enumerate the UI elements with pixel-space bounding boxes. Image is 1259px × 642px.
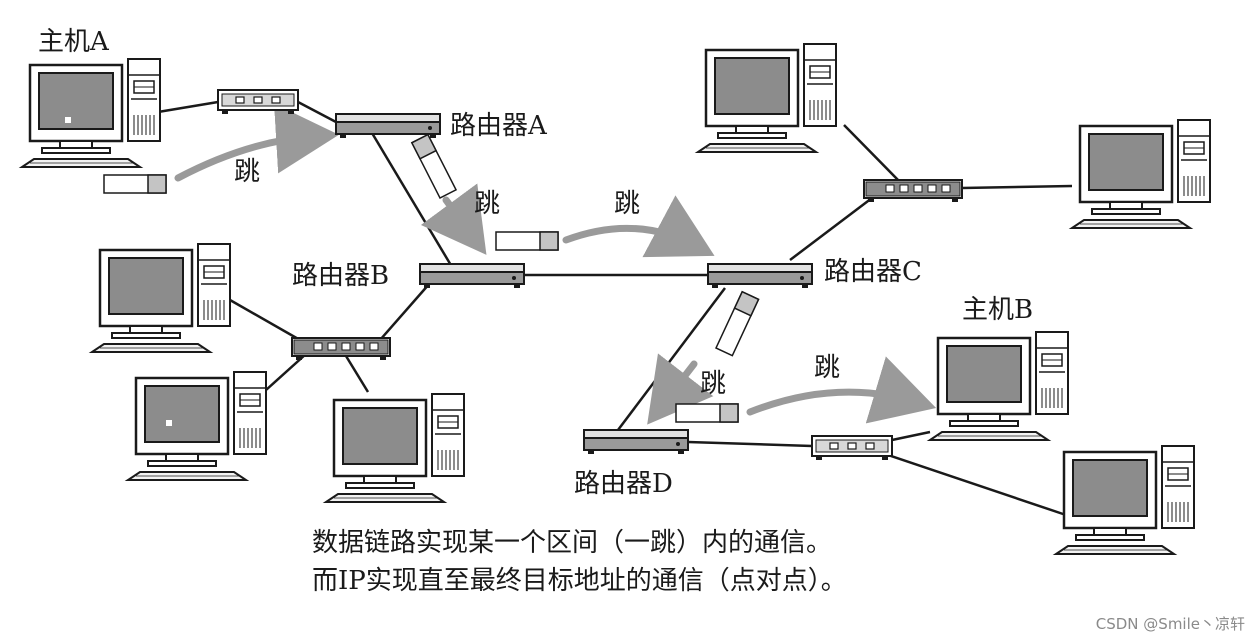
router-a-label: 路由器A: [450, 111, 548, 141]
router-d-label: 路由器D: [574, 469, 673, 499]
hub-icon: [217, 89, 299, 115]
computer-icon: [1070, 118, 1212, 230]
hop-arrow-5: [746, 356, 937, 424]
hub-icon: [811, 435, 893, 461]
watermark: CSDN @Smile丶凉轩: [1095, 615, 1245, 633]
switch-icon: [291, 337, 391, 361]
caption-line-2: 而IP实现直至最终目标地址的通信（点对点）。: [312, 566, 847, 596]
caption-line-1: 数据链路实现某一个区间（一跳）内的通信。: [312, 528, 833, 558]
router-c-icon: [707, 263, 813, 289]
computer-icon: [1054, 444, 1196, 556]
hop-label: 跳: [234, 157, 260, 187]
host-a-computer-icon: [20, 57, 162, 169]
host-a-label: 主机A: [38, 27, 110, 57]
packet-icon: [715, 291, 760, 357]
router-b-label: 路由器B: [292, 261, 389, 291]
hop-label: 跳: [614, 189, 640, 219]
router-d-icon: [583, 429, 689, 455]
hop-label: 跳: [814, 353, 840, 383]
caption: 数据链路实现某一个区间（一跳）内的通信。 而IP实现直至最终目标地址的通信（点对…: [312, 524, 847, 600]
host-b-label: 主机B: [962, 295, 1033, 325]
hop-arrow-3: [562, 195, 715, 258]
hop-label: 跳: [700, 369, 726, 399]
router-b-icon: [419, 263, 525, 289]
computer-icon: [324, 392, 466, 504]
network-links: [157, 100, 1073, 517]
router-a-icon: [335, 113, 441, 139]
hop-label: 跳: [474, 189, 500, 219]
hop-arrow-1: [174, 103, 339, 182]
computer-icon: [696, 42, 838, 154]
host-b-computer-icon: [928, 330, 1070, 442]
hop-arrow-2: [420, 183, 487, 255]
packet-icon: [103, 174, 167, 194]
router-c-label: 路由器C: [824, 257, 922, 287]
packet-icon: [411, 133, 457, 199]
hop-arrows: [174, 103, 937, 425]
packet-icon: [495, 231, 559, 251]
switch-icon: [863, 179, 963, 203]
hop-arrow-4: [647, 353, 714, 425]
packet-icon: [675, 403, 739, 423]
computer-icon: [126, 370, 268, 482]
computer-icon: [90, 242, 232, 354]
